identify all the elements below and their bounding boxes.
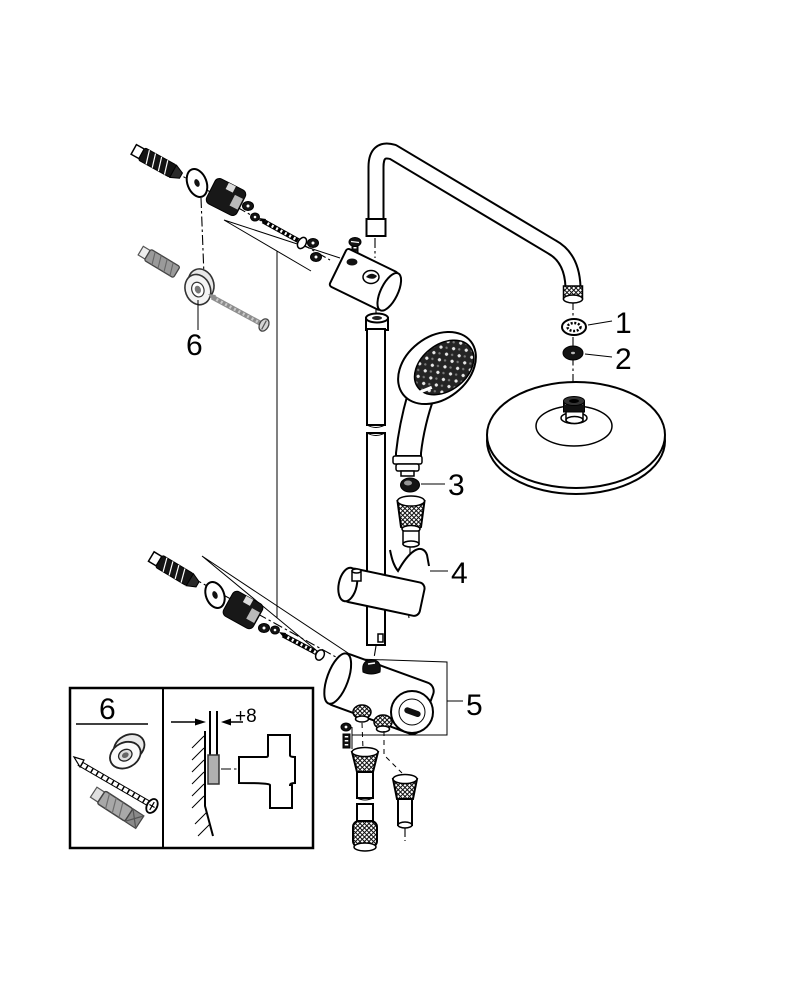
- upper-long-screw-icon: [259, 218, 308, 250]
- dimension-label: +8: [235, 706, 257, 727]
- head-shower-hub-icon: [560, 396, 588, 425]
- thermostat-valve: [323, 652, 435, 735]
- part3-label: 3: [448, 469, 465, 502]
- callout-6-upper: 6: [186, 300, 203, 362]
- part6-label: 6: [186, 329, 203, 362]
- part4-label: 4: [451, 557, 468, 590]
- part2-label: 2: [615, 343, 632, 376]
- inset-screw-icon: [72, 755, 159, 814]
- thermostat-group-box: 5: [351, 658, 483, 749]
- bracket-screw-hole-icon: [346, 258, 358, 266]
- lower-bracket-block-icon: [222, 590, 264, 630]
- part1-label: 1: [615, 307, 632, 340]
- thermostat-outlet-icon: [352, 704, 393, 733]
- upper-bracket-block-icon: [205, 178, 247, 216]
- wall-bracket: [328, 247, 403, 312]
- hose-connector-icon: [391, 773, 419, 829]
- washer-part1-icon: 1: [561, 307, 632, 340]
- inset-spacer-icon: [207, 754, 220, 785]
- mounting-plane-lines: [201, 219, 358, 660]
- gray-spacer-washer-icon: [184, 268, 215, 306]
- rail-bottom-notch-icon: [377, 633, 384, 643]
- dimension-arrow-left-icon: [221, 718, 231, 726]
- upper-wall-anchor-icon: [130, 143, 184, 179]
- inset-part6-label: 6: [99, 693, 116, 726]
- shower-arm: [365, 142, 584, 304]
- inset-wall-plug-icon: [89, 786, 145, 830]
- handshower-head-icon: [397, 330, 477, 406]
- gray-wall-plug-icon: [137, 245, 180, 278]
- gasket-part3-icon: 3: [400, 469, 465, 502]
- dimension-arrow-right-icon: [195, 718, 206, 726]
- arm-ferrule-icon: [365, 218, 387, 237]
- shower-hose-icon: [350, 746, 380, 852]
- upper-washer-icon: [185, 168, 209, 198]
- arm-threaded-tip-icon: [562, 285, 584, 304]
- hose-leader-lines: [361, 722, 403, 774]
- rail-connector-dome-icon: [362, 659, 381, 675]
- rod-section-icon: [209, 711, 218, 755]
- lower-wall-anchor-icon: [147, 550, 200, 588]
- hand-shower: [392, 330, 477, 477]
- gasket-part2-icon: 2: [562, 343, 632, 376]
- holder-hook-icon: [389, 547, 430, 573]
- lower-long-screw-icon: [279, 632, 326, 661]
- hose-cone-nut-icon: [396, 495, 426, 548]
- part5-label: 5: [466, 689, 483, 722]
- inset-bracket-cross-icon: [238, 734, 296, 809]
- installation-inset: 6: [68, 686, 315, 850]
- head-shower: [486, 381, 666, 495]
- lower-washer-icon: [204, 580, 226, 610]
- gray-screw-icon: [208, 294, 270, 332]
- thermostat-fixing-screw-icon: [340, 722, 352, 749]
- lower-small-nuts-icon: [258, 623, 280, 635]
- handshower-ferrule-icon: [392, 455, 423, 465]
- inset-wall-section: [191, 731, 214, 837]
- upper-small-nuts-icon: [242, 201, 260, 222]
- shower-holder: 4: [337, 547, 468, 617]
- inset-washer-icon: [109, 733, 146, 770]
- upper-bracket-nuts-icon: [307, 238, 322, 262]
- inset-dimension: +8: [171, 706, 257, 755]
